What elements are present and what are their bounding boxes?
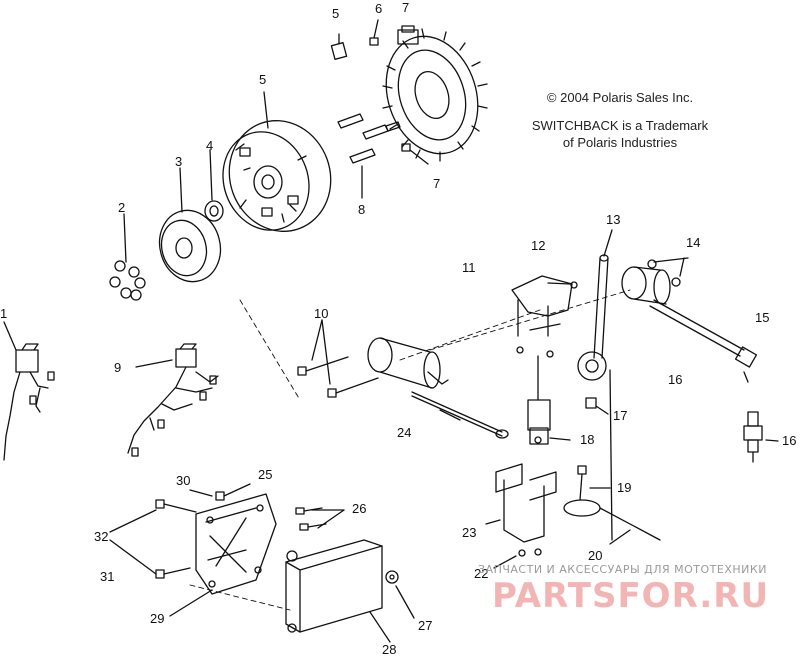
plate-22 (563, 499, 661, 545)
callout-21: 19 (617, 480, 631, 495)
bracket-24 (485, 463, 557, 543)
callout-1: 1 (0, 306, 7, 321)
callout-26: 25 (258, 467, 272, 482)
mount-plate-30 (169, 493, 277, 617)
bolts-31-32 (109, 489, 213, 579)
callout-19: 17 (613, 408, 627, 423)
callout-23: 22 (474, 566, 488, 581)
ignition-coil-18 (621, 257, 758, 383)
callout-27: 26 (352, 501, 366, 516)
callout-7-top: 6 (375, 1, 382, 16)
bolt-21 (577, 465, 611, 501)
callout-28: 27 (418, 618, 432, 633)
sensor-20 (527, 355, 571, 445)
callout-8: 7 (402, 0, 409, 15)
callout-17: 16 (782, 433, 796, 448)
callout-16: 15 (755, 310, 769, 325)
trademark-line-1: SWITCHBACK is a Trademark (531, 118, 709, 133)
connector-6 (330, 33, 348, 60)
bolts-11 (297, 319, 379, 398)
callout-2: 2 (118, 200, 125, 215)
callout-3: 3 (175, 154, 182, 169)
callout-4: 4 (206, 138, 213, 153)
watermark-tagline: ЗАПЧАСТИ И АКСЕССУАРЫ ДЛЯ МОТОТЕХНИКИ (478, 563, 767, 576)
bolts-27 (295, 507, 345, 531)
callout-7-right: 7 (433, 176, 440, 191)
callout-22: 20 (588, 548, 602, 563)
grommet-28 (385, 570, 415, 619)
callout-10: 9 (114, 360, 121, 375)
flywheel-part (222, 91, 332, 232)
assembly-lines (189, 289, 631, 611)
rod-14 (577, 229, 613, 541)
nuts-2 (109, 213, 146, 301)
fitting-19 (585, 397, 609, 415)
bracket-13 (511, 275, 578, 358)
callout-25: 24 (397, 425, 411, 440)
callout-6: 5 (332, 6, 339, 21)
callout-20: 18 (580, 432, 594, 447)
callout-13: 12 (531, 238, 545, 253)
bolt-26 (215, 483, 251, 501)
harness-10 (127, 343, 219, 457)
callout-18: 16 (668, 372, 682, 387)
copyright-line: © 2004 Polaris Sales Inc. (546, 90, 694, 105)
callout-14: 13 (606, 212, 620, 227)
callout-9: 8 (358, 202, 365, 217)
callout-5: 5 (259, 72, 266, 87)
ignition-coil-25 (367, 337, 509, 439)
trademark-line-2: of Polaris Industries (562, 135, 678, 150)
callout-15: 14 (686, 235, 700, 250)
callout-11: 10 (314, 306, 328, 321)
module-box-29 (285, 539, 391, 643)
harness-1 (3, 321, 55, 461)
callout-12: 11 (462, 260, 476, 275)
screws-23 (493, 548, 542, 569)
callout-32: 32 (94, 529, 108, 544)
screw-7-right (401, 143, 429, 165)
spark-plug-17 (743, 411, 779, 463)
watermark-brand: PARTSFOR.RU (492, 576, 770, 616)
callout-29: 28 (382, 642, 396, 656)
callout-24: 23 (462, 525, 476, 540)
callout-31-top: 30 (176, 473, 190, 488)
starter-cup-3 (158, 167, 222, 283)
bolts-9 (337, 113, 401, 199)
nut-4 (204, 149, 224, 222)
stator-part (382, 25, 488, 162)
copyright-notice: © 2004 Polaris Sales Inc. SWITCHBACK is … (520, 89, 720, 151)
callout-30: 29 (150, 611, 164, 626)
callout-31-bottom: 31 (100, 569, 114, 584)
screw-7-top (369, 19, 379, 46)
